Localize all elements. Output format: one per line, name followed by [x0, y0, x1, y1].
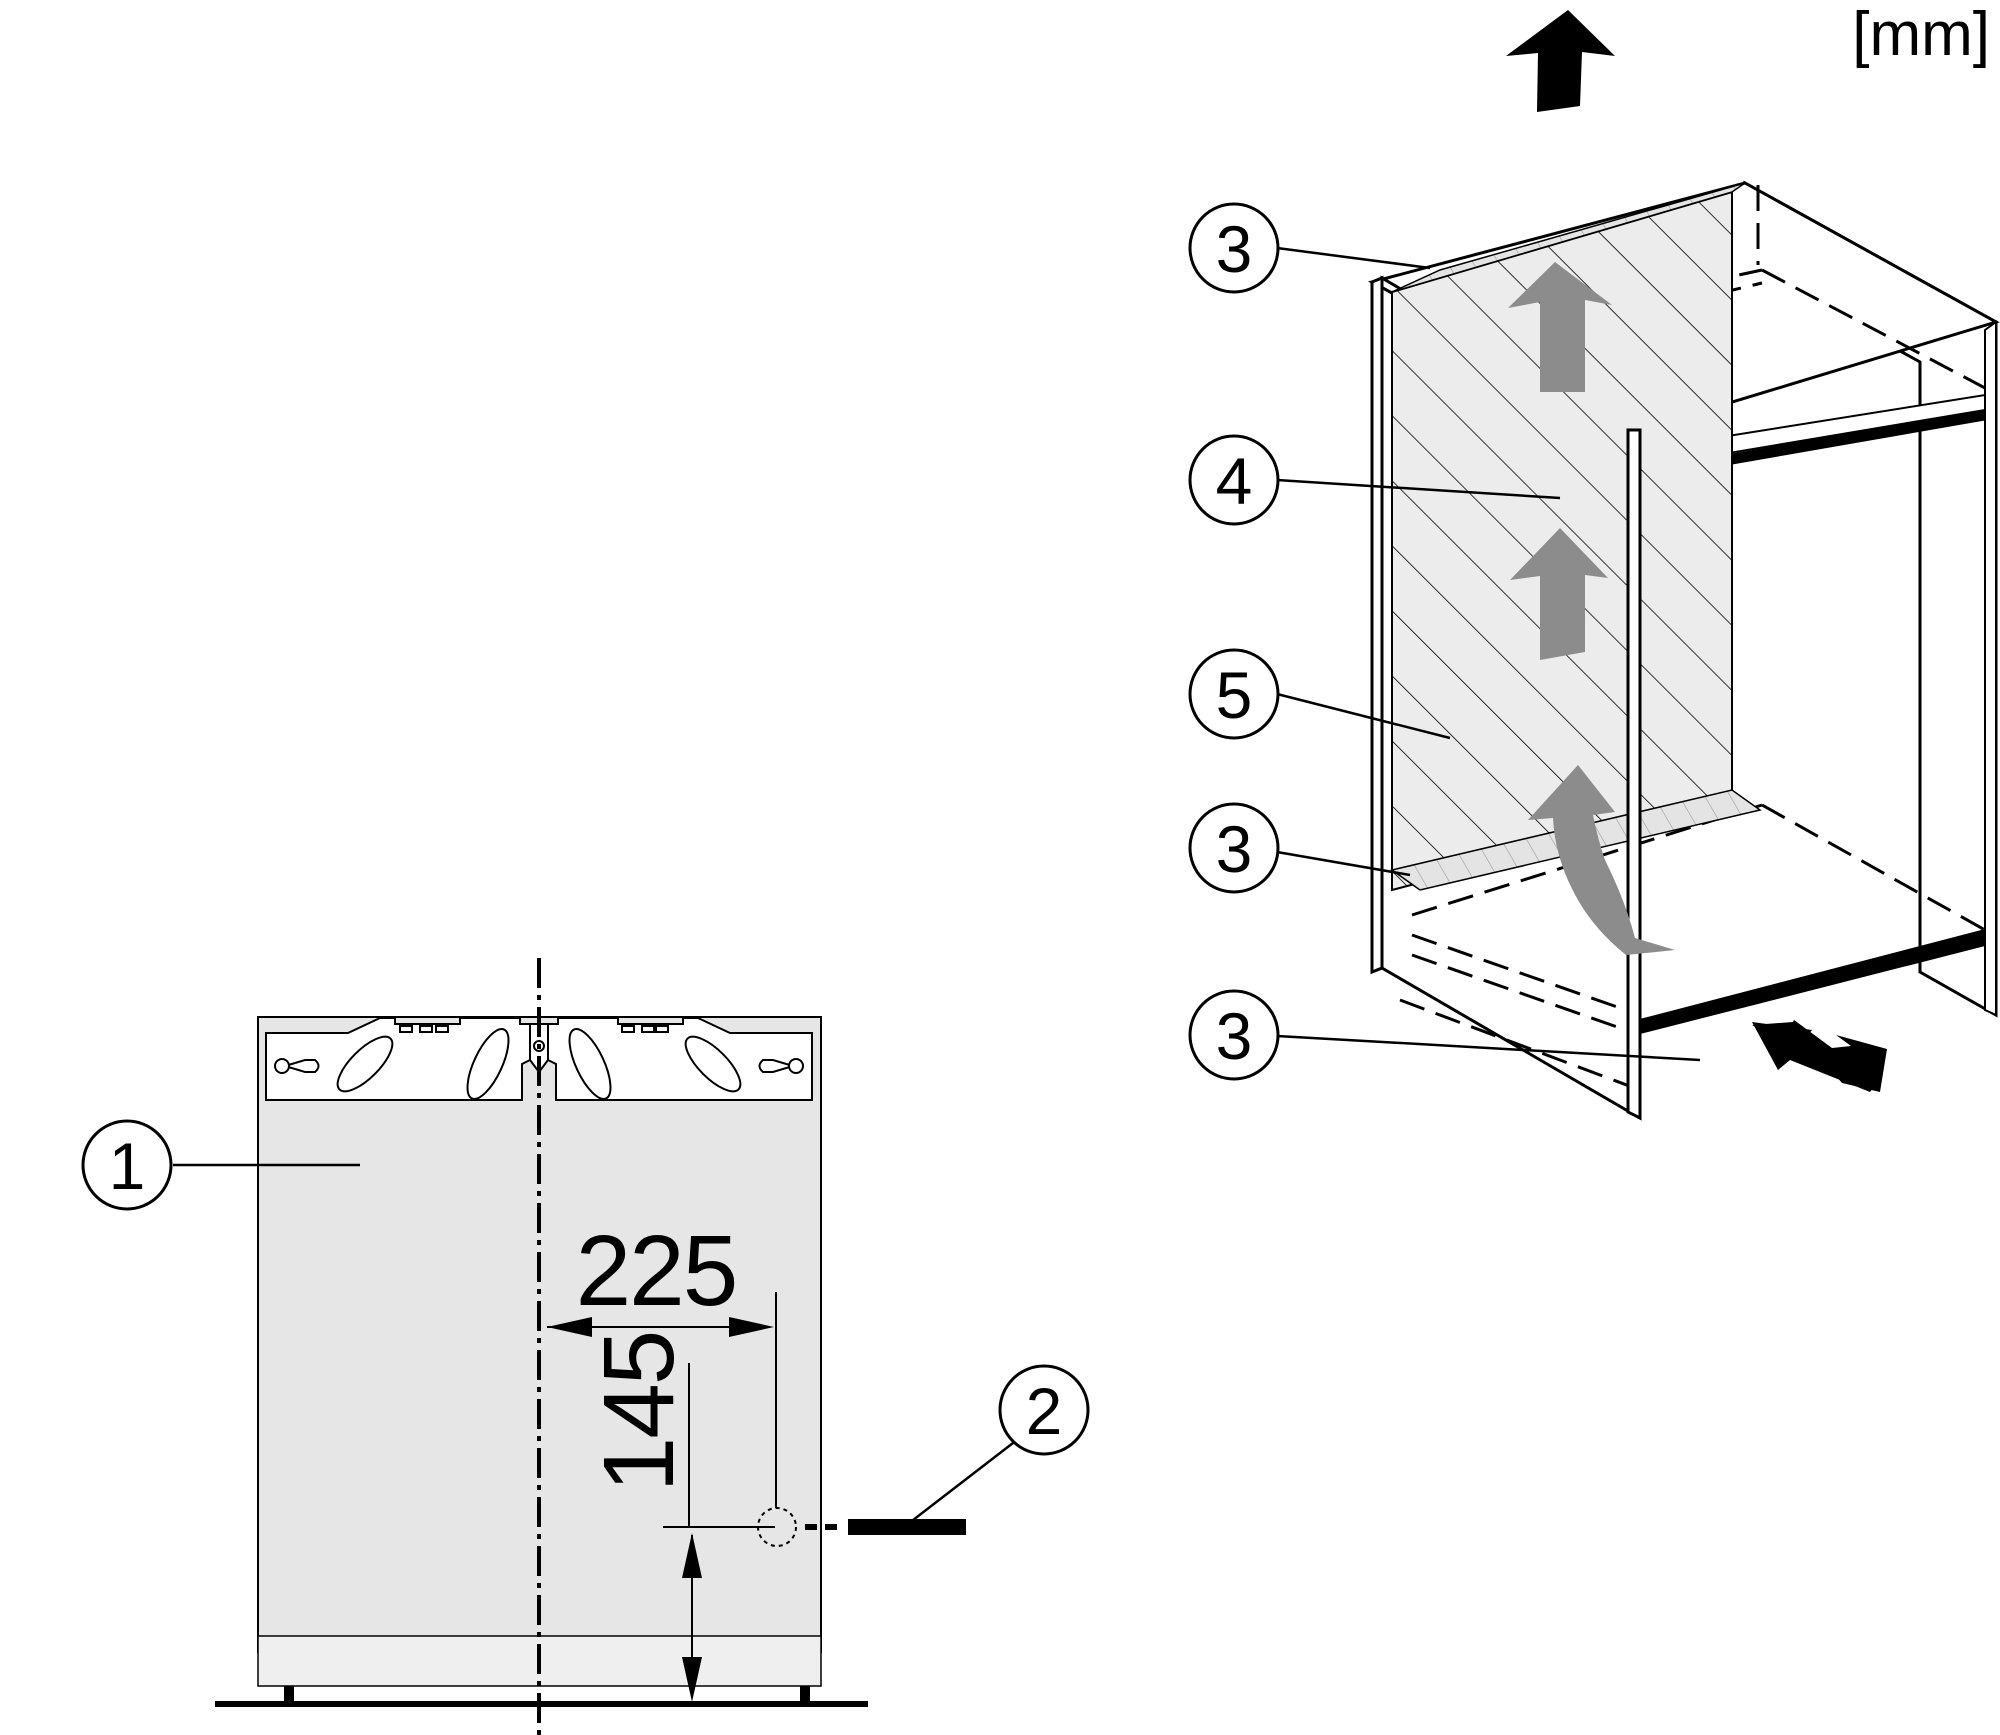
unit-label: [mm]	[1852, 0, 1990, 69]
dimension-225-label: 225	[576, 1215, 737, 1327]
socket-position-marker	[757, 1507, 797, 1547]
appliance-foot-left	[284, 1686, 294, 1702]
callout-leaders	[1276, 246, 1701, 1062]
callout-2-circle	[998, 1364, 1090, 1456]
callout-2-leader	[903, 1442, 1014, 1528]
callout-3-mid-number: 3	[1216, 812, 1253, 886]
cabinet-front-panel	[1626, 428, 1642, 1121]
callout-5-number: 5	[1216, 658, 1253, 732]
callout-5-circle	[1188, 648, 1280, 740]
dimension-145	[663, 1363, 775, 1702]
callout-3-bottom-circle	[1188, 989, 1280, 1081]
appliance-front-view: 225 145 1 2	[81, 958, 1090, 1735]
hatched-panel-top	[1391, 182, 1746, 293]
cabinet-right-edge	[1984, 320, 1997, 1017]
callout-3-bottom-number: 3	[1216, 999, 1253, 1073]
callout-3-top-number: 3	[1216, 212, 1253, 286]
airflow-arrow-top	[1508, 262, 1612, 392]
dimension-145-label: 145	[583, 1332, 695, 1493]
callout-3-mid-circle	[1188, 802, 1280, 894]
mounting-bracket	[265, 1017, 813, 1101]
callout-2-number: 2	[1026, 1374, 1063, 1448]
airflow-arrows	[1508, 262, 1675, 955]
callout-4-circle	[1188, 434, 1280, 526]
intake-arrow-bottom-shape	[1752, 1022, 1882, 1092]
callout-3-top-circle	[1188, 202, 1280, 294]
airflow-arrow-middle	[1510, 528, 1608, 660]
cabinet-isometric-view: 3 4 5 3 3	[1188, 10, 2000, 1121]
appliance-foot-right	[800, 1686, 810, 1702]
exhaust-arrow-top	[1506, 10, 1615, 112]
airflow-arrow-bottom	[1528, 765, 1675, 955]
cabinet-bottom-rail	[1639, 928, 1986, 1035]
callout-1-circle	[81, 1119, 173, 1211]
dimension-225	[547, 1292, 777, 1508]
callout-4-number: 4	[1216, 444, 1253, 518]
callout-1-number: 1	[109, 1129, 146, 1203]
